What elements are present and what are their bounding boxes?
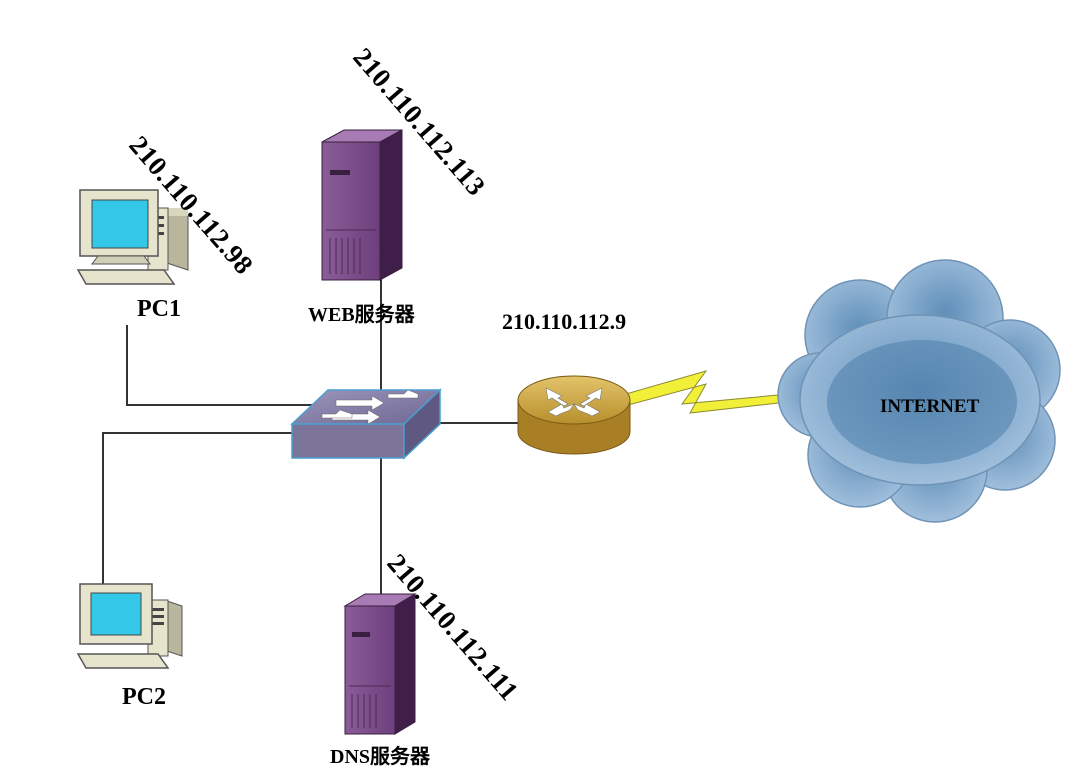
- router-icon: [517, 375, 631, 455]
- web-server-icon: [321, 129, 403, 281]
- pc2-label: PC2: [122, 684, 166, 710]
- internet-label: INTERNET: [880, 396, 980, 417]
- router-ip-label: 210.110.112.9: [502, 309, 627, 334]
- dns-server-icon: [343, 593, 417, 735]
- internet-cloud-icon: [777, 259, 1061, 523]
- pc1-computer-icon: [76, 189, 189, 285]
- pc1-link: [126, 325, 318, 406]
- dns-server-label: DNS服务器: [330, 746, 431, 768]
- switch-icon: [290, 388, 442, 460]
- pc1-label: PC1: [137, 296, 181, 322]
- web-server-label: WEB服务器: [308, 304, 415, 326]
- pc2-computer-icon: [76, 583, 183, 669]
- pc2-link: [102, 432, 292, 590]
